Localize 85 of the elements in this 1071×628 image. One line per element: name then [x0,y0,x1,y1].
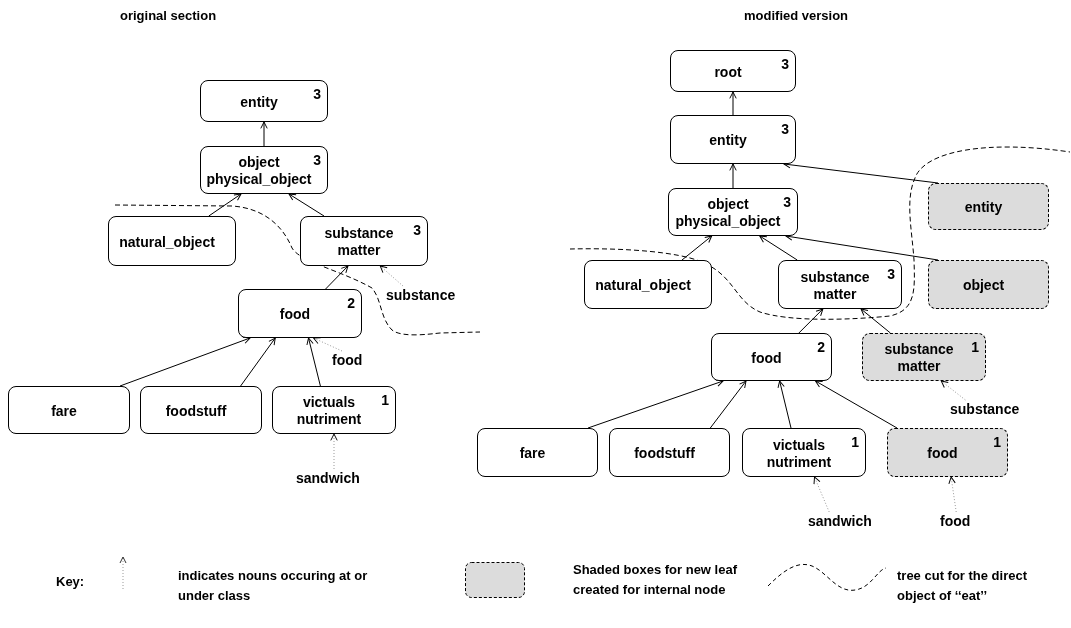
rounded-box [200,80,328,122]
shaded-box [928,183,1049,230]
level-number: 1 [971,339,979,355]
legend-text: indicates nouns occuring at or under class [178,567,369,605]
arrow [288,193,325,217]
node-label: foodstuff [165,402,227,420]
panel-heading: modified version [744,8,849,23]
rounded-box [140,386,262,434]
word-label: food [332,351,363,369]
level-number: 2 [347,295,355,311]
node-label: substance matter [883,341,955,375]
node-label: object physical_object [205,154,313,188]
level-number: 3 [313,86,321,102]
rounded-box [108,216,236,266]
node-label: object [962,277,1005,294]
rounded-box [584,260,712,309]
node-label: foodstuff [634,445,695,462]
legend-text: tree cut for the direct object of ‘‘eat’’ [897,567,1029,605]
rounded-box [778,260,902,309]
rounded-box [668,188,798,236]
rounded-box [742,428,866,477]
rounded-box [200,146,328,194]
rounded-box [670,50,796,92]
level-number: 1 [381,392,389,408]
arrow [813,476,830,513]
level-number: 2 [817,339,825,355]
node-label: food [927,445,958,462]
level-number: 3 [413,222,421,238]
arrow [119,336,251,387]
rounded-box [300,216,428,266]
arrow [860,308,891,334]
rounded-box [670,115,796,164]
arrow [815,380,898,429]
arrow [240,337,276,387]
word-label: substance [386,286,456,304]
arrow [777,380,792,429]
rounded-box [477,428,598,477]
rounded-box [609,428,730,477]
level-number: 3 [783,194,791,210]
level-number: 1 [993,434,1001,450]
word-label: food [940,512,971,530]
arrow [208,193,242,217]
arrow [306,337,321,387]
node-label: object physical_object [674,196,782,230]
node-label: fare [519,445,546,462]
node-label: entity [964,199,1003,216]
level-number: 3 [781,56,789,72]
rounded-box [711,333,832,381]
rounded-box [238,289,362,338]
arrow [709,380,747,429]
level-number: 1 [851,434,859,450]
word-label: substance [950,400,1020,418]
node-label: substance matter [323,225,395,259]
node-label: root [714,63,742,81]
node-label: natural_object [595,277,691,294]
legend-text: Shaded boxes for new leaf created for internal node [573,561,738,599]
arrow [759,235,798,261]
node-label: victuals nutriment [765,436,833,471]
rounded-box [272,386,396,434]
node-label: fare [51,402,77,420]
arrow [798,308,824,334]
shaded-box [862,333,986,381]
node-label: entity [709,132,747,149]
arrow [948,476,957,513]
word-label: sandwich [296,469,360,487]
arrow [681,235,713,261]
node-label: entity [240,93,278,111]
shaded-box [887,428,1008,477]
node-label: food [751,349,782,367]
arrow [325,265,349,290]
arrow [313,337,343,352]
level-number: 3 [781,121,789,137]
rounded-box [8,386,130,434]
key-label: Key: [56,574,85,589]
level-number: 3 [313,152,321,168]
arrow [379,265,404,287]
node-label: natural_object [119,233,215,251]
node-label: victuals nutriment [295,394,363,428]
word-label: sandwich [808,512,872,530]
level-number: 3 [887,266,895,282]
node-label: food [279,306,311,323]
shaded-box [928,260,1049,309]
arrow [587,379,724,429]
panel-heading: original section [120,8,217,23]
node-label: substance matter [799,268,871,303]
